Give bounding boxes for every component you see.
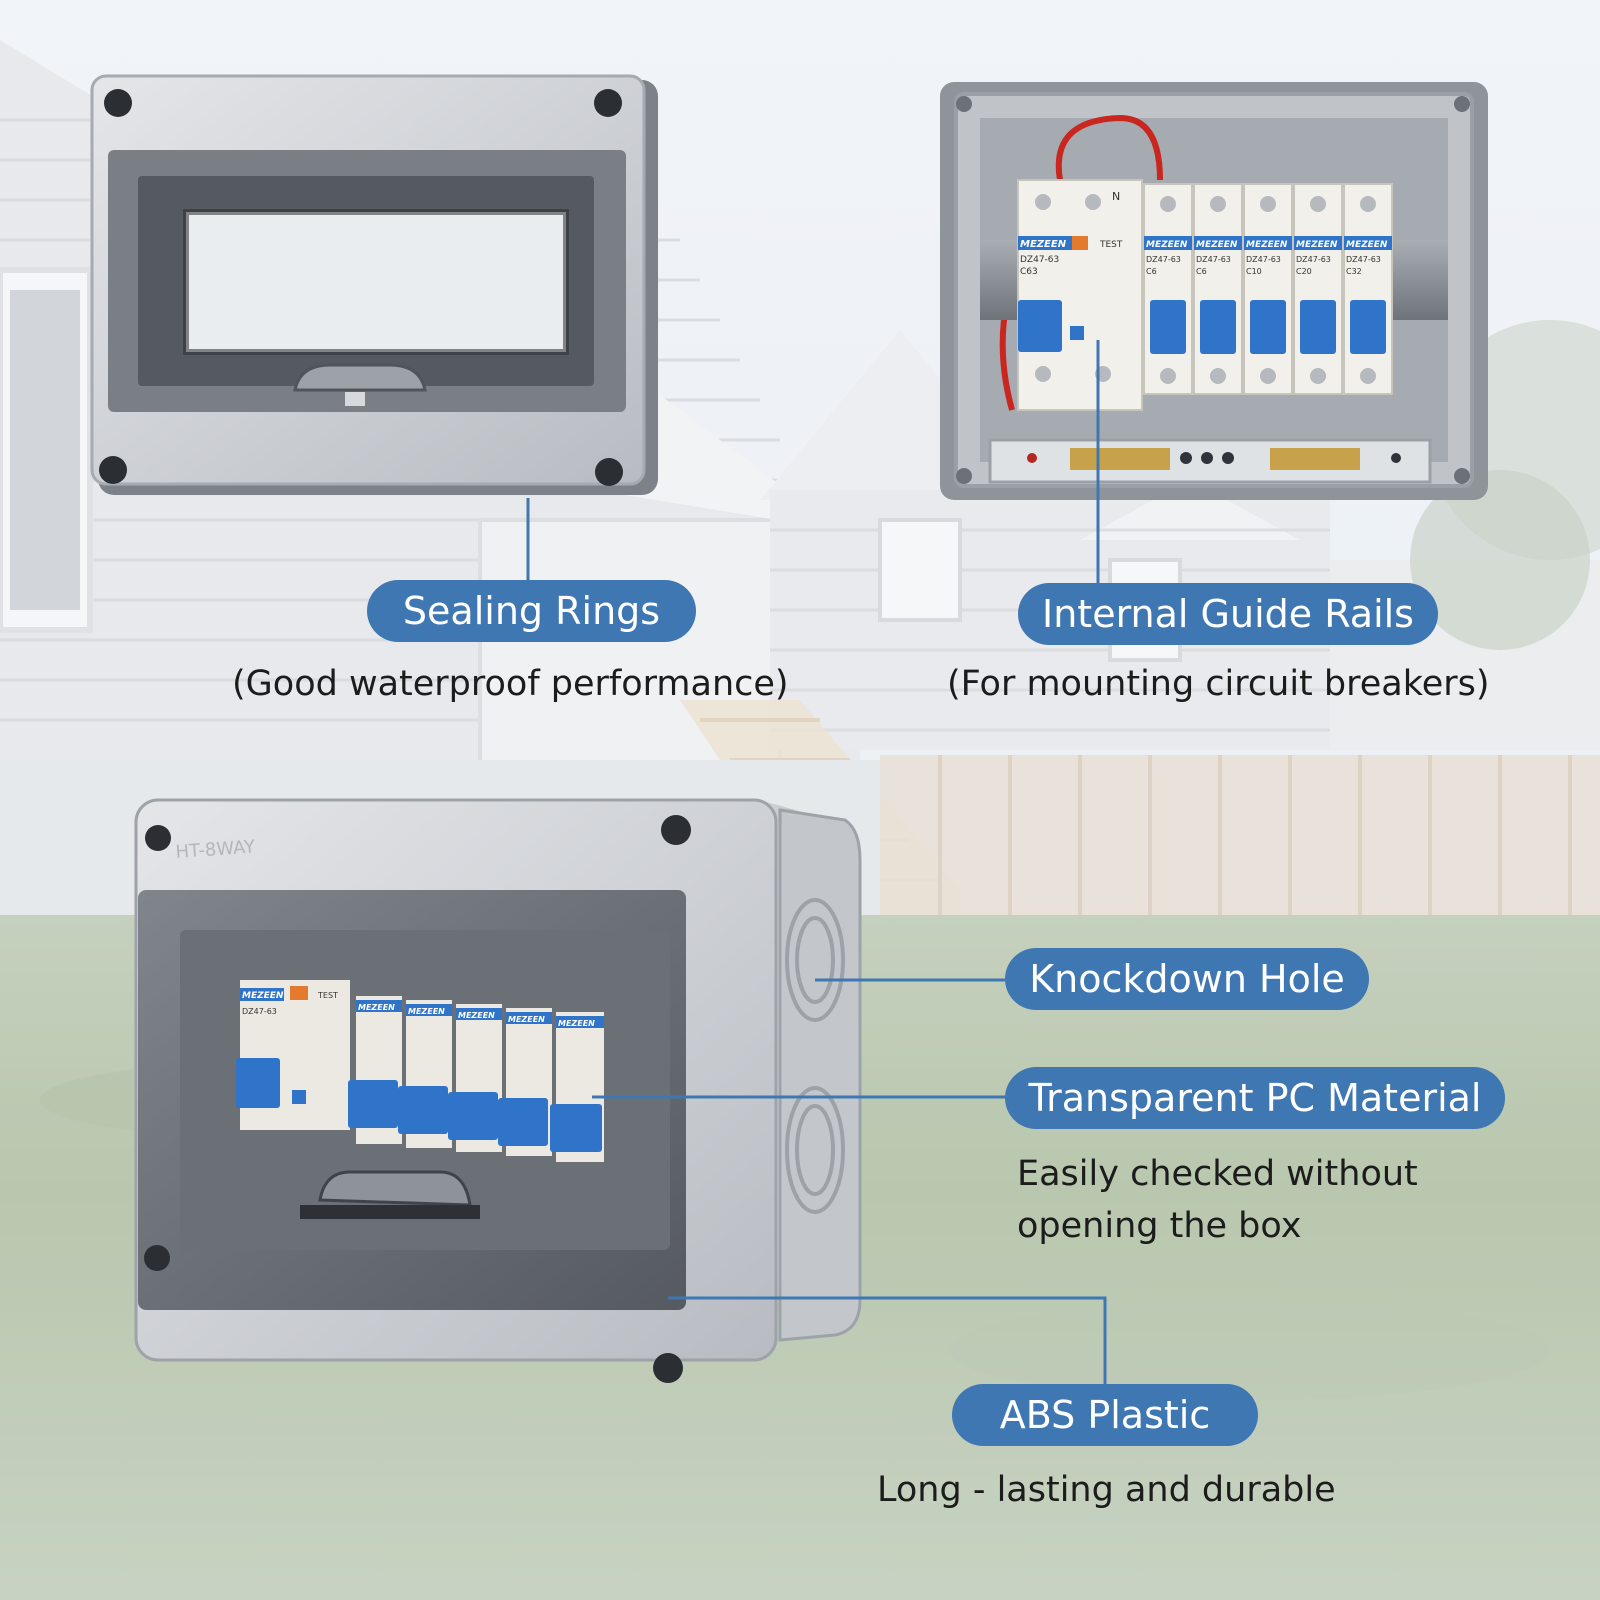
rcd-breaker: MEZEEN DZ47-63 TEST: [236, 980, 350, 1130]
rcd-test-label: TEST: [1099, 240, 1123, 250]
enclosure-cover-product: [90, 74, 658, 495]
neutral-mark: N: [1112, 190, 1120, 203]
abs-plastic-caption: Long - lasting and durable: [877, 1470, 1336, 1510]
mcb-breaker: MEZEEN: [348, 996, 402, 1144]
transparent-pc-caption-line1: Easily checked without: [1017, 1154, 1418, 1194]
sealing-rings-caption: (Good waterproof performance): [232, 664, 789, 704]
enclosure-closed-product: HT-8WAY MEZEEN DZ47-63 TEST MEZEEN: [134, 798, 862, 1383]
rcd-brand-label: MEZEEN: [1020, 239, 1067, 250]
abs-plastic-label: ABS Plastic: [952, 1384, 1258, 1446]
mcb-brand-label: MEZEEN: [1196, 240, 1238, 250]
knockout-ring: [785, 1086, 845, 1214]
mcb-model-label: DZ47-63: [1346, 255, 1381, 264]
callout-connectors: [526, 340, 1107, 1384]
mcb-brand-label: MEZEEN: [508, 1015, 545, 1024]
mcb-brand-label: MEZEEN: [1246, 240, 1288, 250]
mcb-brand-label: MEZEEN: [558, 1019, 595, 1028]
mcb-breaker: MEZEEN: [398, 1000, 452, 1148]
rcd-brand-label: MEZEEN: [242, 991, 284, 1001]
mcb-model-label: DZ47-63: [1146, 255, 1181, 264]
mcb-brand-label: MEZEEN: [1146, 240, 1188, 250]
rcd-breaker: MEZEEN DZ47-63 C63 TEST N: [1017, 179, 1143, 411]
mcb-breaker: MEZEEN: [498, 1008, 552, 1156]
rcd-test-label: TEST: [317, 991, 338, 1000]
enclosure-interior-product: MEZEEN DZ47-63 C63 TEST N MEZEEN DZ47-63…: [940, 82, 1488, 500]
mcb-brand-label: MEZEEN: [458, 1011, 495, 1020]
mcb-model-label: DZ47-63: [1296, 255, 1331, 264]
knockout-ring: [785, 898, 845, 1022]
mcb-breaker: MEZEEN DZ47-63 C6: [1193, 183, 1243, 395]
internal-guide-rails-caption: (For mounting circuit breakers): [947, 664, 1490, 704]
mcb-brand-label: MEZEEN: [1296, 240, 1338, 250]
mcb-breaker: MEZEEN DZ47-63 C10: [1243, 183, 1293, 395]
rcd-rating-label: C63: [1020, 267, 1038, 277]
mcb-brand-label: MEZEEN: [1346, 240, 1388, 250]
connector-abs-plastic: [668, 1296, 1107, 1384]
mcb-breaker: MEZEEN DZ47-63 C20: [1293, 183, 1343, 395]
rcd-model-label: DZ47-63: [242, 1007, 277, 1016]
knockdown-hole-label: Knockdown Hole: [1005, 948, 1369, 1010]
mcb-breaker: MEZEEN: [550, 1012, 604, 1162]
mcb-model-label: DZ47-63: [1196, 255, 1231, 264]
mcb-rating-label: C6: [1146, 267, 1157, 276]
mcb-brand-label: MEZEEN: [408, 1007, 445, 1016]
mcb-brand-label: MEZEEN: [358, 1003, 395, 1012]
mcb-rating-label: C6: [1196, 267, 1207, 276]
mcb-rating-label: C32: [1346, 267, 1362, 276]
transparent-pc-caption-line2: opening the box: [1017, 1206, 1302, 1246]
rcd-model-label: DZ47-63: [1020, 255, 1059, 265]
mcb-rating-label: C20: [1296, 267, 1312, 276]
mcb-breaker: MEZEEN: [448, 1004, 502, 1152]
internal-guide-rails-label: Internal Guide Rails: [1018, 583, 1438, 645]
sealing-rings-label: Sealing Rings: [367, 580, 696, 642]
mcb-rating-label: C10: [1246, 267, 1262, 276]
mcb-breaker: MEZEEN DZ47-63 C6: [1143, 183, 1193, 395]
mcb-model-label: DZ47-63: [1246, 255, 1281, 264]
mcb-breaker: MEZEEN DZ47-63 C32: [1343, 183, 1393, 395]
transparent-pc-label: Transparent PC Material: [1005, 1067, 1505, 1129]
